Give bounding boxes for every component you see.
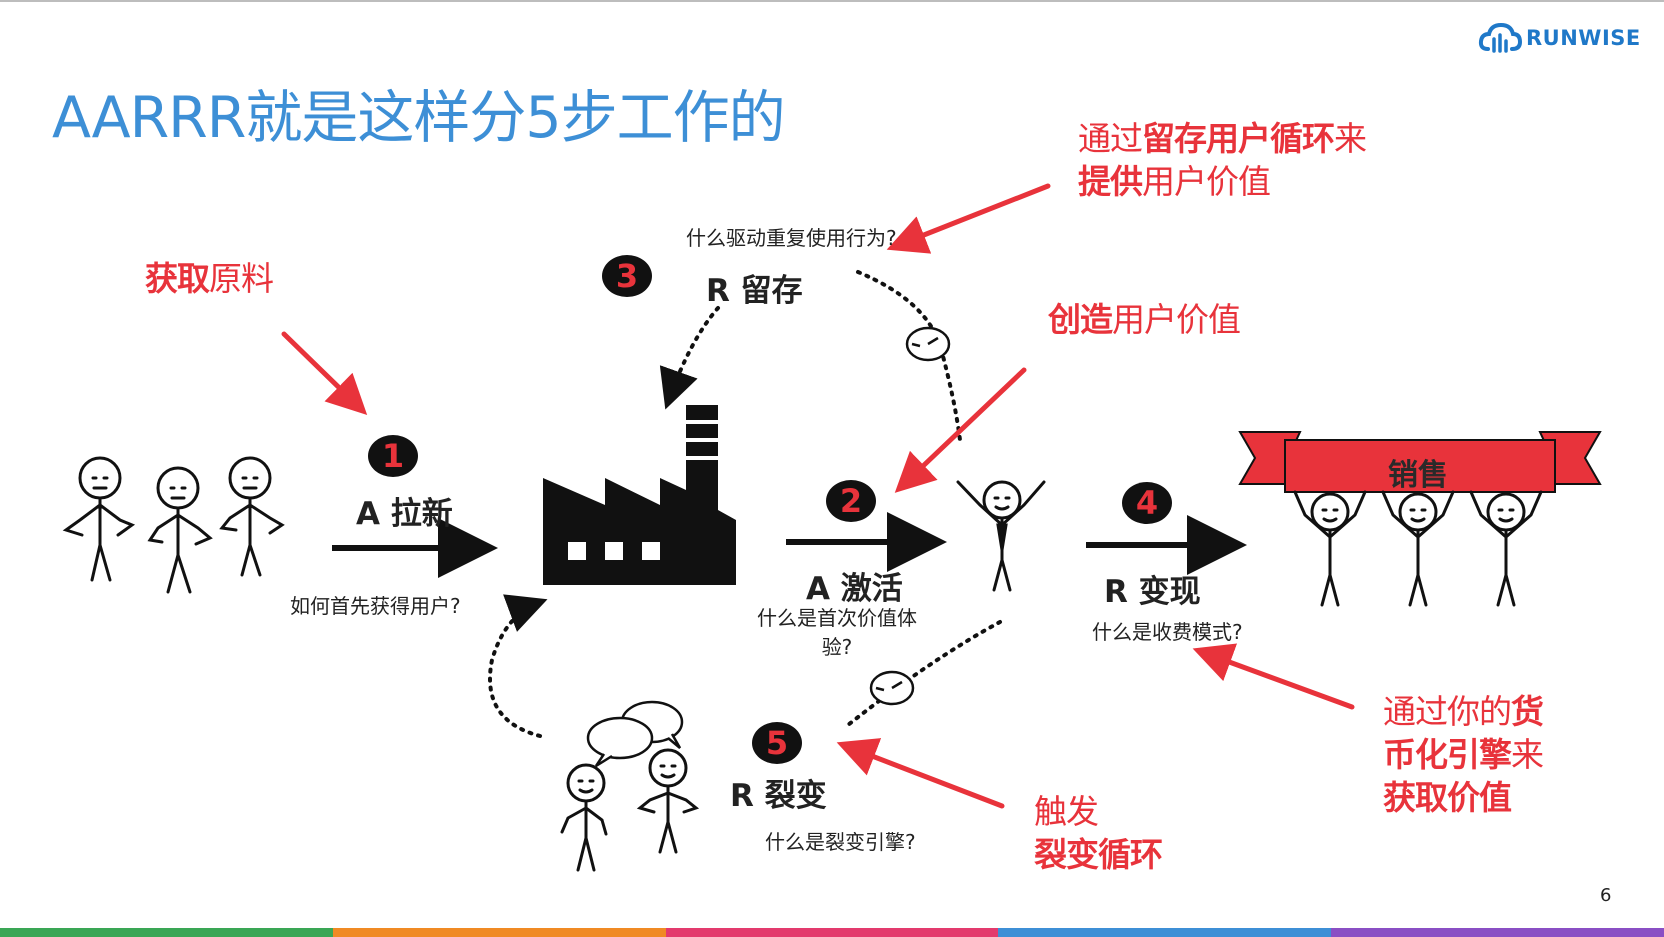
clock-icon	[905, 326, 951, 362]
stick-figure-icon	[956, 480, 1046, 592]
annotation-create: 创造用户价值	[1048, 300, 1241, 339]
annotation-retain: 通过留存用户循环来 提供用户价值	[1078, 119, 1367, 201]
factory-icon	[543, 405, 736, 585]
stage-label-2: A 激活	[806, 571, 903, 607]
brand-logo: RUNWISE	[1478, 18, 1648, 58]
cloud-logo-icon	[1478, 22, 1522, 53]
stick-figure-icon	[560, 748, 700, 872]
annotation-acquire: 获取原料	[145, 259, 274, 298]
footer-segment	[332, 928, 666, 937]
stage-label-5: R 裂变	[730, 778, 827, 814]
sales-banner	[1238, 431, 1602, 493]
page-number: 6	[1600, 885, 1612, 906]
slide-title: AARRR就是这样分5步工作的	[52, 85, 786, 151]
stage-badge-2: 2	[826, 480, 876, 522]
footer-segment	[0, 928, 333, 937]
footer-segment	[998, 928, 1332, 937]
stage-label-3: R 留存	[706, 273, 803, 309]
stage-question-1: 如何首先获得用户?	[290, 594, 461, 618]
stage-question-4: 什么是收费模式?	[1092, 620, 1243, 644]
stage-badge-1: 1	[368, 435, 418, 477]
annotation-arrows	[281, 183, 1355, 809]
stage-question-5: 什么是裂变引擎?	[765, 830, 916, 854]
top-border-line	[0, 0, 1664, 2]
brand-name: RUNWISE	[1526, 26, 1641, 50]
footer-segment	[1331, 928, 1664, 937]
annotation-monetize: 通过你的货 币化引擎来 获取价值	[1383, 692, 1544, 817]
stick-figure-icon	[1293, 490, 1543, 607]
banner-label: 销售	[1388, 458, 1448, 493]
footer-color-bar	[0, 928, 1664, 937]
stage-label-4: R 变现	[1104, 574, 1201, 610]
stage-badge-3: 3	[602, 255, 652, 297]
footer-segment	[665, 928, 999, 937]
speech-bubble-icon	[586, 700, 684, 768]
stage-label-1: A 拉新	[356, 496, 453, 532]
stick-figure-icon	[62, 456, 285, 594]
stage-question-2: 什么是首次价值体 验?	[757, 606, 917, 659]
annotation-viral: 触发 裂变循环	[1034, 792, 1163, 874]
stage-badge-4: 4	[1122, 482, 1172, 524]
stage-badge-5: 5	[752, 722, 802, 764]
clock-icon	[869, 670, 915, 706]
stage-question-3: 什么驱动重复使用行为?	[686, 226, 897, 250]
